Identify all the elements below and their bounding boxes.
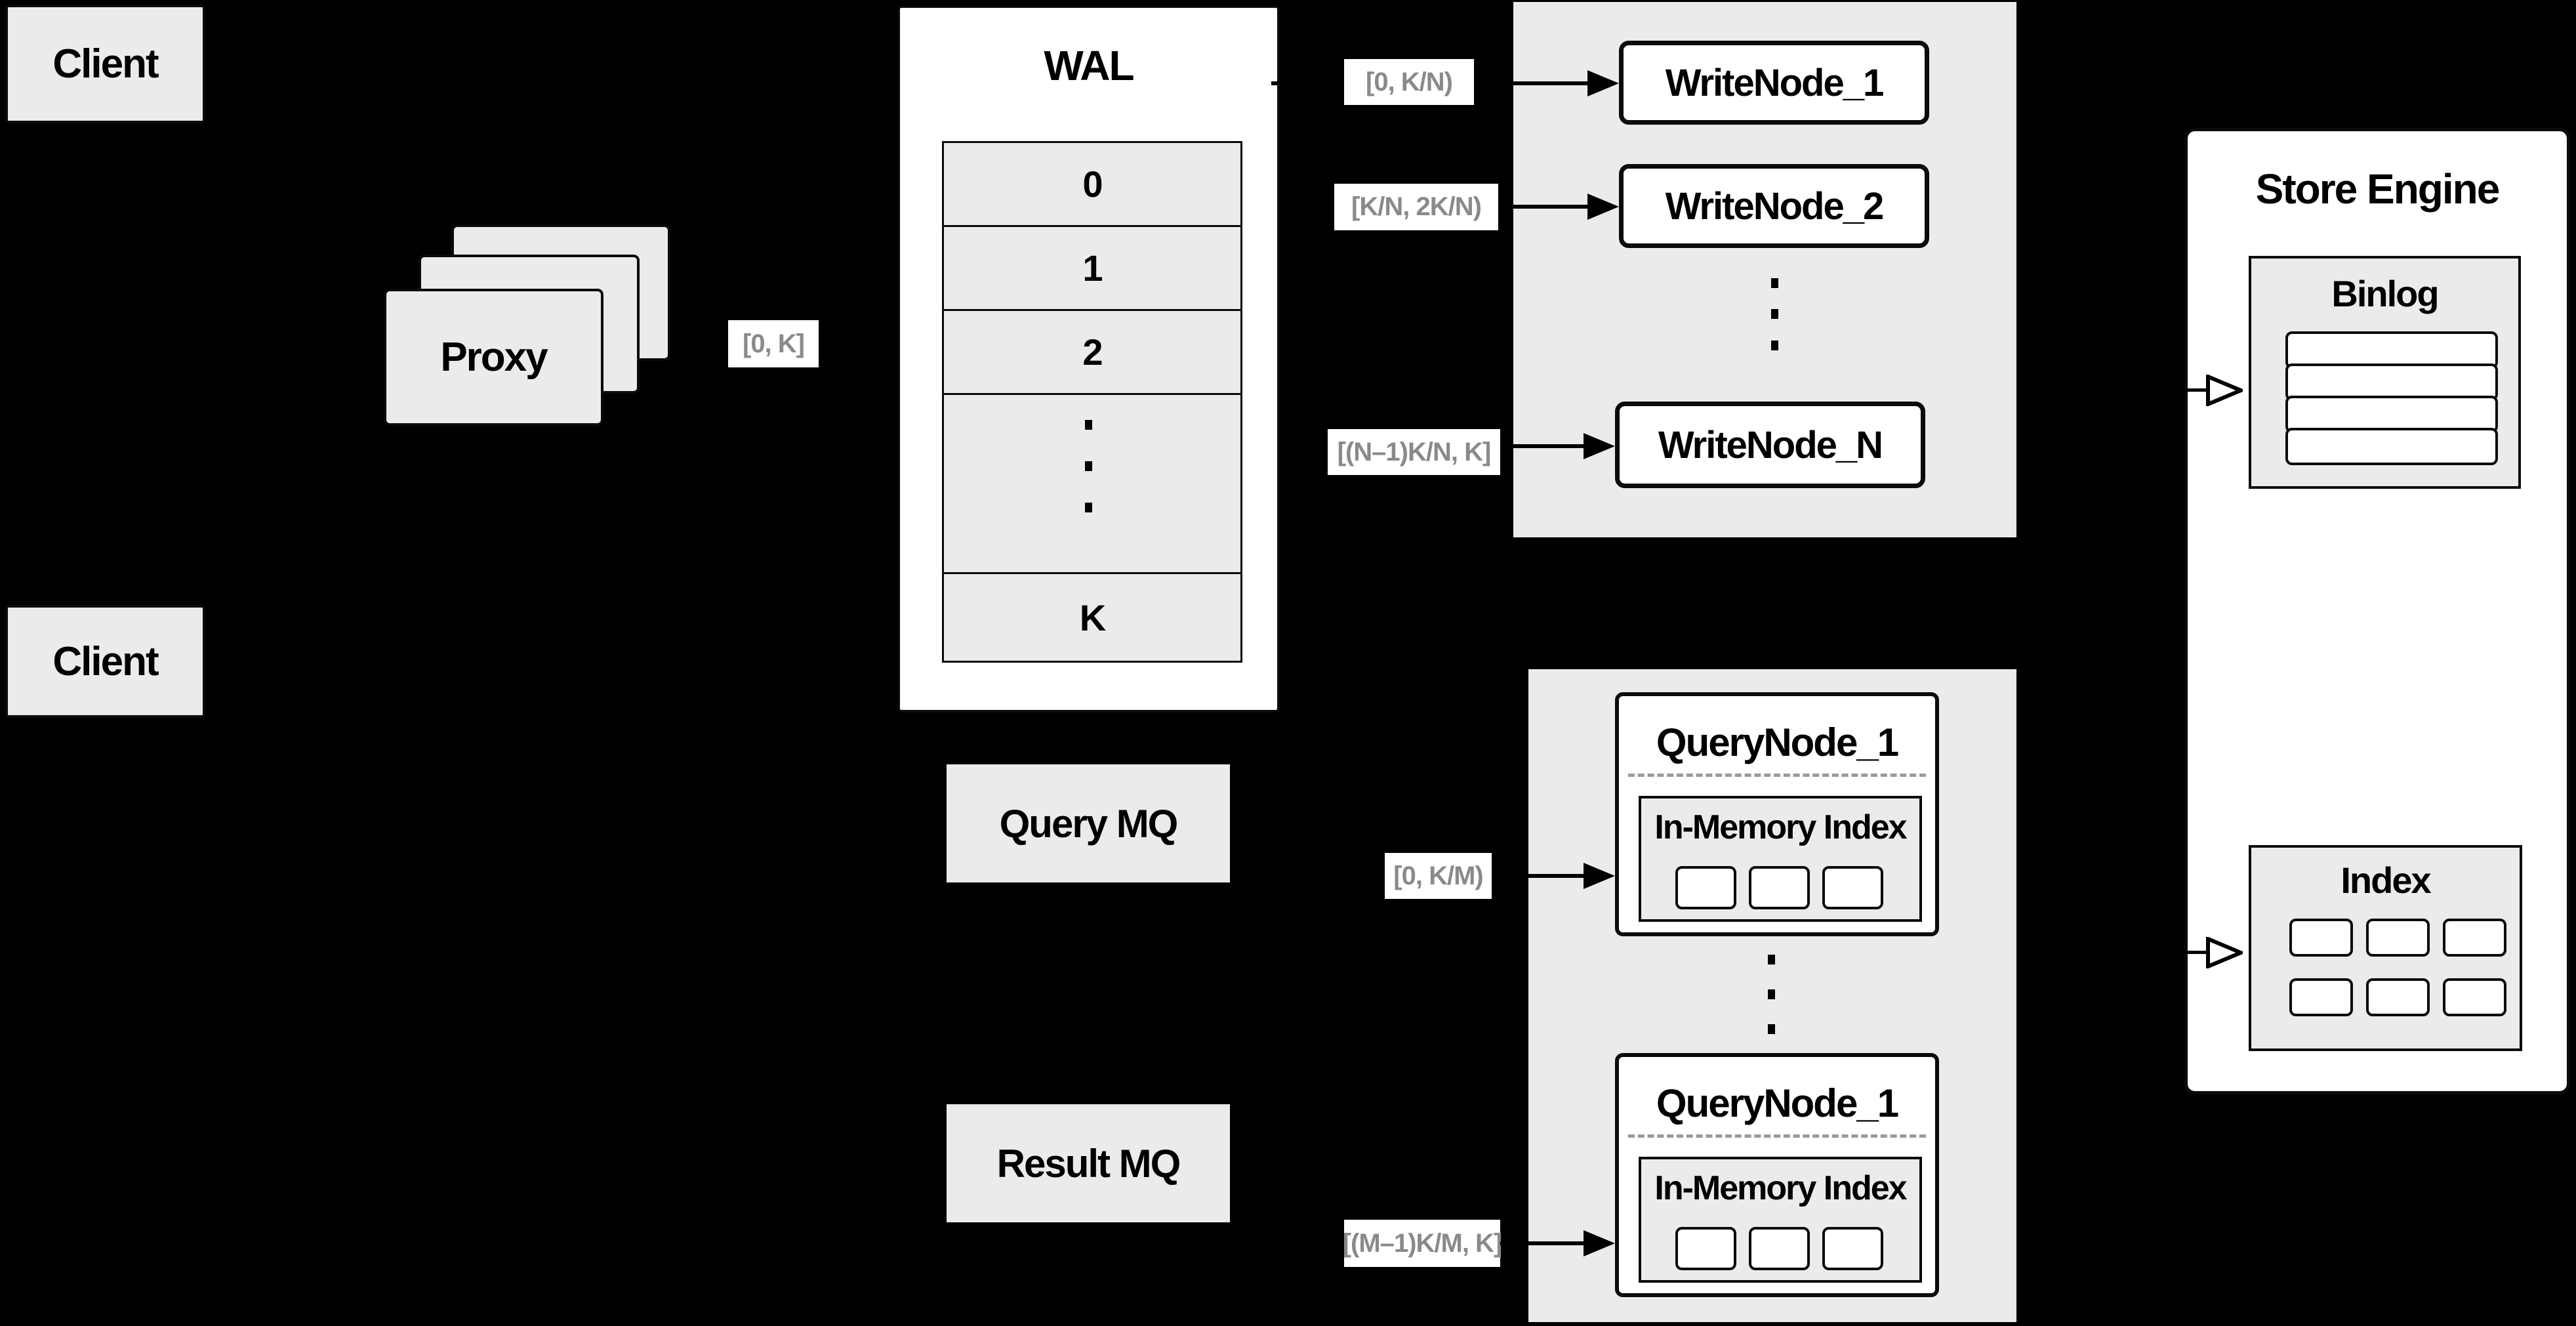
open-arrowhead-binlog-icon — [2206, 375, 2243, 406]
query-arrow-m-head-icon — [1584, 1230, 1615, 1256]
wal-title: WAL — [1044, 42, 1134, 89]
segment — [1749, 866, 1810, 909]
binlog-box: Binlog — [2249, 256, 2521, 489]
write-arrow-n-line — [1500, 444, 1584, 448]
in-memory-index-title: In-Memory Index — [1654, 1169, 1907, 1207]
proxy-to-wal-arrowhead-icon — [866, 331, 897, 357]
index-segment — [2289, 919, 2353, 957]
query-arrow-m-line — [1500, 1241, 1584, 1245]
query-node-1: QueryNode_1 In-Memory Index — [1615, 692, 1939, 936]
ellipsis-dot — [1085, 420, 1092, 430]
query-node-m: QueryNode_1 In-Memory Index — [1615, 1053, 1939, 1297]
range-label-proxy-wal: [0, K] — [728, 320, 819, 367]
client-node-bottom: Client — [5, 605, 205, 718]
result-mq-node: Result MQ — [947, 1104, 1230, 1222]
dashed-divider — [1628, 774, 1926, 777]
segment — [1675, 866, 1736, 909]
query-arrow-1-head-icon — [1584, 863, 1615, 889]
write-node-n: WriteNode_N — [1615, 402, 1925, 488]
write-arrow-2-head-icon — [1587, 194, 1619, 220]
wal-row-k-label: K — [1079, 596, 1106, 638]
range-label-write-2: [K/N, 2K/N) — [1334, 184, 1498, 230]
client-node-top: Client — [5, 5, 205, 123]
index-title: Index — [2341, 859, 2431, 901]
store-engine-title-wrap: Store Engine — [2184, 157, 2570, 220]
proxy-to-wal-line — [819, 342, 869, 346]
proxy-label: Proxy — [440, 335, 548, 380]
index-segment — [2366, 978, 2430, 1016]
ellipsis-dot — [1768, 955, 1775, 964]
write-node-1-label: WriteNode_1 — [1665, 61, 1884, 104]
ellipsis-dot — [1771, 309, 1778, 319]
index-segment — [2366, 919, 2430, 957]
wal-title-wrap: WAL — [897, 36, 1280, 95]
segment — [1749, 1227, 1810, 1270]
to-binlog-line — [2060, 388, 2208, 392]
ellipsis-dot — [1768, 989, 1775, 999]
write-node-2: WriteNode_2 — [1619, 164, 1929, 248]
write-node-n-label: WriteNode_N — [1658, 423, 1883, 466]
binlog-title: Binlog — [2331, 272, 2439, 314]
write-arrow-1-head-icon — [1587, 70, 1619, 96]
write-node-1: WriteNode_1 — [1619, 41, 1929, 125]
query-mq-label: Query MQ — [999, 801, 1179, 846]
dashed-divider — [1628, 1134, 1926, 1138]
wal-row-1-label: 1 — [1082, 247, 1103, 289]
wal-row-1: 1 — [942, 225, 1242, 311]
query-node-1-title: QueryNode_1 — [1656, 720, 1899, 764]
store-engine-title: Store Engine — [2255, 165, 2501, 213]
in-memory-index-title: In-Memory Index — [1654, 808, 1907, 846]
write-arrow-2-line — [1498, 205, 1587, 209]
index-segment — [2443, 919, 2506, 957]
query-node-m-title: QueryNode_1 — [1656, 1081, 1899, 1125]
binlog-row — [2285, 428, 2498, 465]
range-label-query-1: [0, K/M) — [1385, 853, 1492, 899]
range-label-query-m: [(M–1)K/M, K] — [1343, 1220, 1502, 1267]
client-bottom-label: Client — [52, 638, 159, 684]
client-top-label: Client — [52, 41, 159, 87]
proxy-node: Proxy — [384, 289, 603, 426]
wal-row-k: K — [942, 572, 1242, 663]
query-mq-node: Query MQ — [947, 764, 1230, 882]
index-segment — [2289, 978, 2353, 1016]
wal-to-label-line — [1271, 81, 1344, 85]
ellipsis-dot — [1768, 1024, 1775, 1034]
index-box: Index — [2249, 845, 2522, 1051]
range-label-write-1: [0, K/N) — [1344, 59, 1474, 105]
to-index-line — [2060, 951, 2208, 954]
wal-row-0-label: 0 — [1082, 163, 1103, 205]
write-arrow-n-head-icon — [1584, 433, 1615, 459]
wal-row-0: 0 — [942, 141, 1242, 227]
segment — [1822, 866, 1883, 909]
result-mq-label: Result MQ — [996, 1141, 1181, 1186]
write-node-2-label: WriteNode_2 — [1665, 184, 1884, 228]
write-arrow-1-line — [1474, 81, 1587, 85]
ellipsis-dot — [1085, 503, 1092, 512]
binlog-row — [2285, 363, 2498, 401]
segment — [1675, 1227, 1736, 1270]
open-arrowhead-index-icon — [2206, 937, 2243, 968]
ellipsis-dot — [1771, 341, 1778, 350]
wal-row-ellipsis — [942, 393, 1242, 574]
wal-row-2: 2 — [942, 309, 1242, 395]
ellipsis-dot — [1085, 461, 1092, 471]
range-label-write-n: [(N–1)K/N, K] — [1328, 429, 1500, 475]
ellipsis-dot — [1771, 278, 1778, 288]
index-segment — [2443, 978, 2506, 1016]
in-memory-index-box: In-Memory Index — [1639, 796, 1922, 922]
segment — [1822, 1227, 1883, 1270]
query-arrow-1-line — [1492, 874, 1584, 878]
in-memory-index-box: In-Memory Index — [1639, 1157, 1922, 1283]
wal-row-2-label: 2 — [1082, 331, 1103, 373]
